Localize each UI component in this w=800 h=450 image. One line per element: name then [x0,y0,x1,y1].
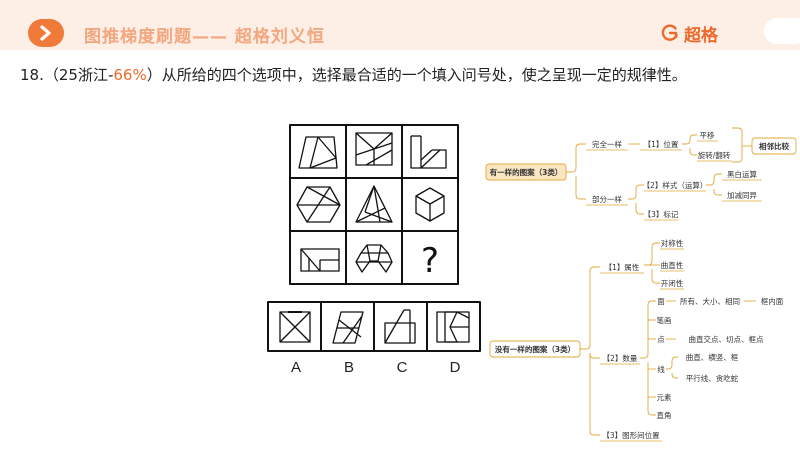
mindmap-root-different-label: 没有一样的图案（3类） [495,344,575,354]
brand-logo-icon [661,24,678,41]
mindmap-root-different [489,340,581,358]
option-label-b[interactable]: B [343,359,354,376]
mindmap-dian: 点 [657,335,665,344]
grid-cell-1-2 [355,132,393,166]
mindmap-kaibi: 开闭性 [661,278,684,288]
mindmap-mian-detail: 所有、大小、相同 [680,296,740,306]
mindmap-zhijiao: 直角 [657,410,672,420]
brand: 超格 [660,22,718,46]
brand-name: 超格 [684,25,718,46]
mindmap-xuanzhuan: 旋转/翻转 [698,150,731,160]
question-source-open: （25浙江- [43,66,114,84]
mindmap-quzhi: 曲直性 [661,260,684,270]
mindmap-weizhi: 【1】位置 [644,139,679,149]
mindmap-xian-detail-2: 平行线、贪吃蛇 [686,373,739,383]
header-pill [764,18,800,44]
option-label-d[interactable]: D [449,359,461,376]
grid-cell-2-3 [415,187,445,222]
mindmap-pingyi: 平移 [700,130,715,140]
mindmap-yangshi: 【2】样式（运算） [643,180,708,190]
mindmap-shuxing: 【1】属性 [605,262,640,272]
question-text: 18.（25浙江-66%）从所给的四个选项中，选择最合适的一个填入问号处，使之呈… [20,64,687,85]
mindmap-bihua: 笔画 [657,315,672,325]
option-b-figure[interactable] [332,311,364,344]
mindmap-biaoji: 【3】标记 [644,209,679,219]
grid-cell-2-2 [355,185,393,223]
mindmap-heibai: 黑白运算 [727,169,757,179]
mindmap-shuliang: 【2】数量 [603,353,638,363]
mindmap-bufen: 部分一样 [592,194,622,204]
puzzle-grid [289,124,459,285]
question-source-close: ） [146,66,162,84]
mindmap-kuangnei: 框内面 [761,296,784,306]
mindmap-adjacent-box [751,137,797,155]
option-label-c[interactable]: C [396,359,408,376]
mindmap-jiajian: 加减同异 [727,190,757,200]
question-mark-cell: ? [421,241,439,281]
option-d-figure[interactable] [436,311,470,343]
mindmap-root-same-label: 有一样的图案（3类） [490,167,563,177]
chevron-right-icon [40,25,51,41]
header-badge [28,19,64,47]
grid-cell-1-1 [298,136,338,169]
mindmap-weizhi2: 【3】图形间位置 [602,430,660,440]
mindmap-yuansu: 元素 [657,392,672,402]
option-a-figure[interactable] [279,311,311,343]
mindmap-mian: 面 [657,297,665,306]
option-c-figure[interactable] [384,309,416,344]
grid-cell-3-1 [300,248,340,272]
question-number: 18. [20,66,44,84]
mindmap-xian-detail-1: 曲直、横竖、框 [686,352,739,362]
grid-cell-2-1 [296,186,341,223]
mindmap-dian-detail: 曲直交点、切点、框点 [689,334,764,344]
question-body: 从所给的四个选项中，选择最合适的一个填入问号处，使之呈现一定的规律性。 [161,66,687,84]
mindmap-xianglin: 相邻比较 [759,141,789,151]
header-bar: 图推梯度刷题—— 超格刘义恒 超格 [0,0,800,50]
mindmap-root-same [485,163,567,181]
grid-cell-1-3 [410,135,447,169]
grid-cell-3-2 [355,244,393,273]
mindmap-wanquan: 完全一样 [592,139,622,149]
mindmap-xian: 线 [657,364,665,374]
mindmap-duicheng: 对称性 [661,238,684,248]
question-rate: 66% [113,66,147,84]
option-label-a[interactable]: A [290,359,301,376]
header-title: 图推梯度刷题—— 超格刘义恒 [84,27,325,47]
